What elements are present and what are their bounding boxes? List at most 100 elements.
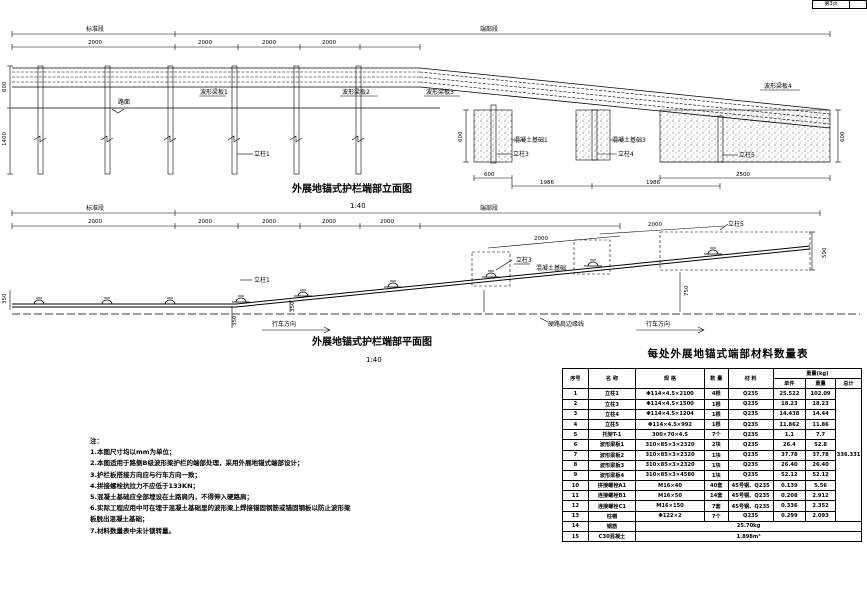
plan-dim: 2000 <box>322 219 336 225</box>
table-cell: Φ114×4.5×1500 <box>635 398 705 410</box>
table-cell: 10 <box>562 480 589 492</box>
plan-dim-vertical: 350 <box>290 301 296 312</box>
note-item: 3.护栏板搭接方向应与行车方向一致； <box>90 470 201 479</box>
table-cell: 52.12 <box>772 469 806 482</box>
elev-dim: 2000 <box>262 40 276 46</box>
beam-label: 波形梁板1 <box>200 88 228 96</box>
table-cell: 7套 <box>703 500 729 512</box>
header-material: 材 料 <box>727 367 774 390</box>
table-cell: Q235 <box>727 459 774 471</box>
table-cell: 14.44 <box>804 408 837 420</box>
table-cell: Φ122×2 <box>635 510 705 522</box>
table-cell: 102.09 <box>804 388 837 400</box>
table-cell: 1块 <box>703 449 729 461</box>
table-cell: Q235 <box>727 469 774 482</box>
header-qty: 数 量 <box>703 367 729 390</box>
plan-dim-vertical: 750 <box>684 285 690 296</box>
table-cell: 15 <box>562 530 589 543</box>
table-cell: 300×70×4.5 <box>635 429 705 441</box>
table-cell: 13 <box>562 510 589 522</box>
post-label: 立柱1 <box>254 150 270 158</box>
table-cell: 0.139 <box>772 480 806 492</box>
table-cell: M16×150 <box>635 500 705 512</box>
elev-dim-vertical: 1400 <box>2 132 8 146</box>
plan-dim-vertical: 350 <box>2 293 8 304</box>
table-cell: 14 <box>562 520 589 533</box>
beam-label: 波形梁板4 <box>764 82 792 90</box>
plan-direction-label: 行车方向 <box>272 320 296 328</box>
table-cell: 7.7 <box>804 429 837 441</box>
table-cell: 2.352 <box>804 500 837 512</box>
header-weight: 重量(kg) <box>772 367 863 380</box>
plan-dim-vertical: 350 <box>232 315 238 326</box>
table-cell: Q235 <box>727 398 774 410</box>
table-cell: 310×85×3×4580 <box>635 469 705 482</box>
table-cell: Φ114×4.5×1204 <box>635 408 705 420</box>
table-cell: 45号钢、Q235 <box>727 500 774 512</box>
plan-post-label: 立柱1 <box>254 276 270 284</box>
plan-dim-slope: 2000 <box>648 222 662 228</box>
note-item: 7.材料数量表中未计锁转量。 <box>90 526 175 535</box>
elev-dim: 1986 <box>646 180 660 186</box>
table-cell: 310×85×3×2320 <box>635 449 705 461</box>
plan-dim-slope: 2000 <box>534 236 548 242</box>
note-item: 板脱出混凝土基础； <box>90 515 149 524</box>
plan-title: 外展地锚式护栏端部平面图 <box>311 335 432 348</box>
plan-post-label: 立柱5 <box>728 220 744 228</box>
elevation-scale: 1:40 <box>350 202 366 210</box>
table-cell: 1块 <box>703 469 729 482</box>
table-cell: 26.40 <box>772 459 806 471</box>
notes-block: 注： 1.本图尺寸均以mm为单位； 2.本图适用于路侧B级波形梁护栏的端部处理，… <box>90 436 510 537</box>
plan-scale: 1:40 <box>366 356 382 364</box>
plan-labels: 标准段 端部段 2000 2000 2000 2000 2000 2000 20… <box>2 204 828 364</box>
table-cell: 37.78 <box>772 449 806 461</box>
table-cell: 14套 <box>703 490 729 502</box>
elev-dim: 2500 <box>736 172 750 178</box>
header-sub: 重量 <box>804 378 837 390</box>
table-cell: Q235 <box>727 510 774 522</box>
table-cell: 9 <box>562 469 589 482</box>
table-cell: 18.23 <box>804 398 837 410</box>
table-title: 每处外展地锚式端部材料数量表 <box>647 348 809 360</box>
table-cell: 波形梁板1 <box>587 439 637 451</box>
table-cell: 2 <box>562 398 589 410</box>
table-cell: Q235 <box>727 388 774 400</box>
table-cell: 25.522 <box>772 388 806 400</box>
table-cell: 7 <box>562 449 589 461</box>
table-cell: 14.438 <box>772 408 806 420</box>
header-spec: 规 格 <box>635 367 705 390</box>
table-cell: 1.898m³ <box>635 530 862 543</box>
table-cell: 2.093 <box>804 510 837 522</box>
post-label: 立柱5 <box>739 151 755 159</box>
note-item: 4.拼接螺栓抗拉力不应低于133KN； <box>90 481 200 490</box>
table-cell: 波形梁板3 <box>587 459 637 471</box>
elevation-labels: 标准段 端部段 2000 2000 2000 2000 路面 波形梁板1 波形梁… <box>2 25 846 210</box>
elevation-view <box>7 31 841 189</box>
page-number: 第3页 <box>824 1 838 7</box>
header-total: 总计 <box>835 378 862 390</box>
table-cell: 1块 <box>703 459 729 471</box>
page-number-box-right <box>849 0 867 9</box>
table-cell: 立柱4 <box>587 408 637 420</box>
table-cell: Q235 <box>727 449 774 461</box>
foundation-label: 混凝土基础3 <box>612 136 646 144</box>
plan-view <box>9 210 860 334</box>
elev-dim: 2000 <box>88 40 102 46</box>
beam-label: 波形梁板2 <box>342 88 370 96</box>
notes-heading: 注： <box>90 437 103 445</box>
table-cell: 拼接螺栓A1 <box>587 480 637 492</box>
table-cell: 立柱5 <box>587 418 637 431</box>
table-cell: 52.12 <box>804 469 837 482</box>
page-number-box: 第3页 <box>812 0 850 9</box>
